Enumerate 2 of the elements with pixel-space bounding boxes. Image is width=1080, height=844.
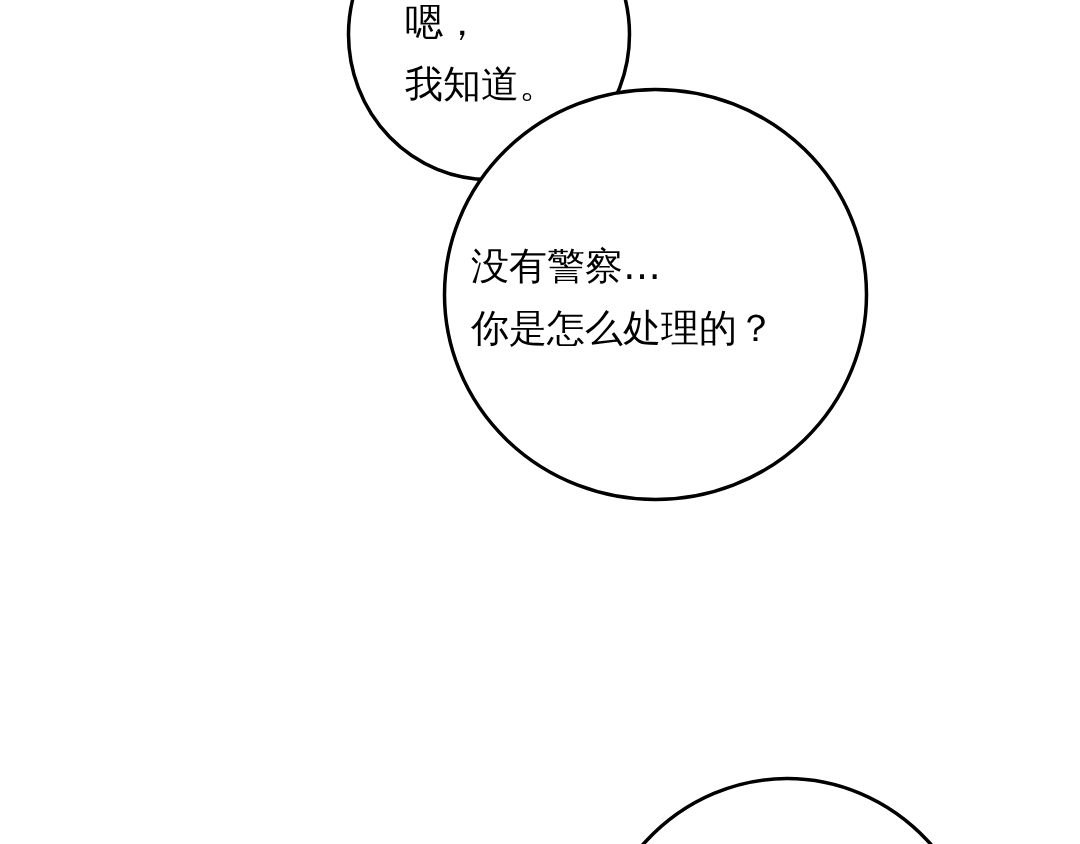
speech-text: 没有警察…你是怎么处理的？	[471, 243, 775, 352]
speech-text: 嗯，我知道。	[405, 0, 557, 108]
